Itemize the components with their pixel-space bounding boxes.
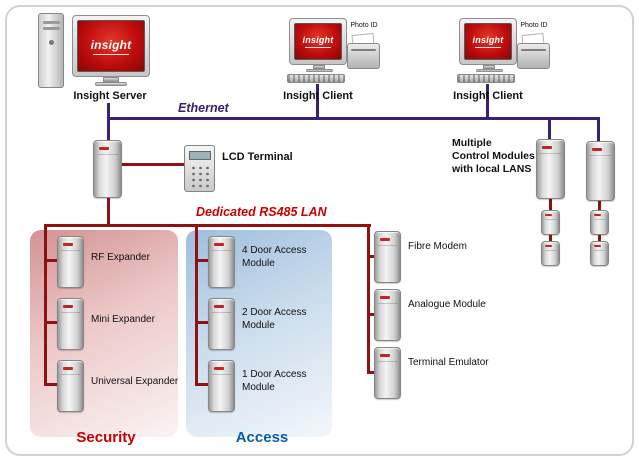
two-door-access-label: 2 Door Access Module <box>242 307 307 331</box>
peripheral-bus-line <box>367 224 370 373</box>
security-bus-line <box>44 224 47 386</box>
client1-photo-id-label: Photo ID <box>350 22 378 29</box>
peripheral-stub-2 <box>367 313 376 316</box>
lcd-terminal-screen <box>189 151 211 160</box>
two-door-access-module <box>208 298 235 350</box>
diagram-border <box>5 5 634 456</box>
rs485-drop-from-controller <box>107 198 110 227</box>
multiple-control-modules-note: Multiple Control Modules with local LANS <box>452 137 535 176</box>
server-tower <box>38 13 64 88</box>
insight-logo: insight <box>302 35 334 45</box>
ethernet-drop-module-b <box>597 119 600 141</box>
ethernet-drop-module-a <box>548 119 551 139</box>
lan-device-a2 <box>541 241 560 266</box>
access-title: Access <box>235 429 289 446</box>
lcd-terminal-label: LCD Terminal <box>222 151 293 163</box>
terminal-emulator-label: Terminal Emulator <box>408 357 489 368</box>
ethernet-drop-client-2 <box>486 84 489 118</box>
security-stub-1 <box>46 259 58 262</box>
one-door-access-label: 1 Door Access Module <box>242 369 307 393</box>
client2-keyboard <box>457 74 515 83</box>
four-door-access-module <box>208 236 235 288</box>
access-stub-3 <box>197 383 209 386</box>
client2-label: Insight Client <box>453 90 523 102</box>
security-title: Security <box>76 429 136 446</box>
analogue-module-label: Analogue Module <box>408 299 486 310</box>
client1-label: Insight Client <box>283 90 353 102</box>
lcd-terminal-keypad <box>189 164 212 188</box>
analogue-module <box>374 289 401 341</box>
server-monitor-stand <box>103 77 119 82</box>
client1-keyboard <box>287 74 345 83</box>
client2-monitor-stand <box>483 65 495 69</box>
insight-logo-rule <box>305 47 331 48</box>
client1-monitor: insight <box>289 18 347 65</box>
server-label: Insight Server <box>73 90 147 102</box>
fibre-modem-module <box>374 231 401 283</box>
lan-device-b1 <box>590 210 609 235</box>
rs485-bus-line <box>44 224 371 227</box>
client1-monitor-stand <box>313 65 325 69</box>
ethernet-drop-server <box>107 103 110 140</box>
server-screen: insight <box>77 20 145 72</box>
ethernet-bus-line <box>108 117 600 120</box>
lan-device-b2 <box>590 241 609 266</box>
security-stub-3 <box>46 383 58 386</box>
fibre-modem-label: Fibre Modem <box>408 241 467 252</box>
client1-screen: insight <box>294 23 342 60</box>
peripheral-stub-3 <box>367 371 376 374</box>
drive-bay-slot <box>43 21 60 24</box>
client2-printer <box>517 43 550 69</box>
control-module-b <box>586 141 615 201</box>
mini-expander-module <box>57 298 84 350</box>
terminal-emulator-module <box>374 347 401 399</box>
client1-printer <box>347 43 380 69</box>
server-monitor: insight <box>72 15 150 77</box>
security-group-panel <box>30 230 178 437</box>
insight-logo: insight <box>472 35 504 45</box>
lan-device-a1 <box>541 210 560 235</box>
ethernet-label: Ethernet <box>178 101 229 115</box>
insight-logo: insight <box>90 37 132 52</box>
four-door-access-label: 4 Door Access Module <box>242 245 307 269</box>
rf-expander-module <box>57 236 84 288</box>
universal-expander-module <box>57 360 84 412</box>
lcd-terminal <box>184 145 215 192</box>
access-stub-1 <box>197 259 209 262</box>
universal-expander-label: Universal Expander <box>91 376 179 387</box>
client1-monitor-base <box>306 69 333 72</box>
server-monitor-base <box>95 82 127 86</box>
mini-expander-label: Mini Expander <box>91 314 155 325</box>
insight-logo-rule <box>475 47 501 48</box>
lcd-terminal-link-line <box>122 163 184 166</box>
client2-screen: insight <box>464 23 512 60</box>
one-door-access-module <box>208 360 235 412</box>
access-bus-line <box>195 224 198 386</box>
client2-photo-id-label: Photo ID <box>520 22 548 29</box>
insight-logo-rule <box>92 53 130 55</box>
control-module <box>93 140 122 198</box>
rs485-label: Dedicated RS485 LAN <box>196 205 327 219</box>
client2-monitor: insight <box>459 18 517 65</box>
control-module-a <box>536 139 565 199</box>
security-stub-2 <box>46 321 58 324</box>
power-button-dot <box>49 40 54 45</box>
ethernet-drop-client-1 <box>316 84 319 118</box>
drive-bay-slot <box>43 27 60 30</box>
peripheral-stub-1 <box>367 255 376 258</box>
access-stub-2 <box>197 321 209 324</box>
rf-expander-label: RF Expander <box>91 252 150 263</box>
client2-monitor-base <box>476 69 503 72</box>
